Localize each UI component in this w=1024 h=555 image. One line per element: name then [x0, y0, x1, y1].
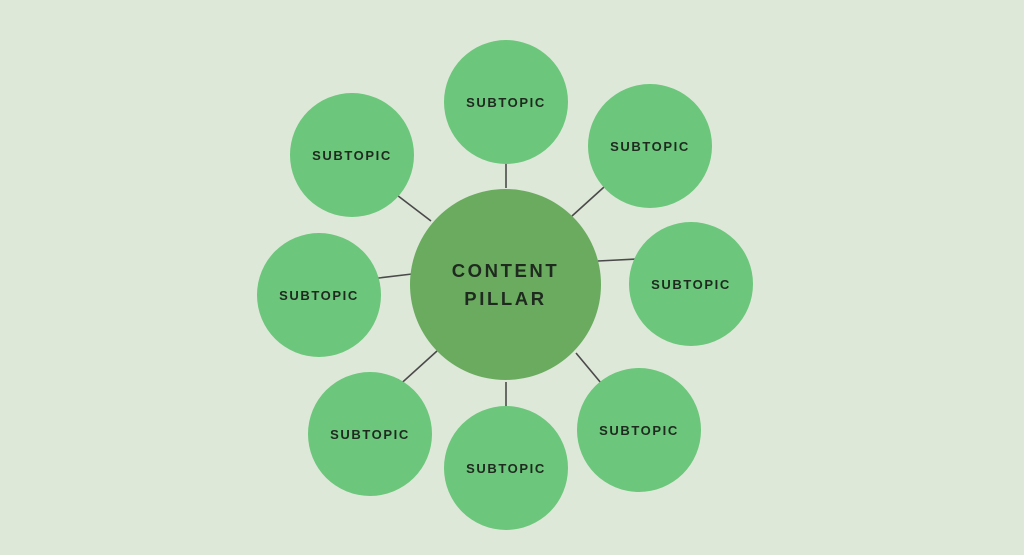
subtopic-label: SUBTOPIC: [466, 94, 546, 110]
subtopic-node-top: SUBTOPIC: [444, 40, 568, 164]
subtopic-label: SUBTOPIC: [466, 460, 546, 476]
subtopic-node-right: SUBTOPIC: [629, 222, 753, 346]
content-pillar-label: CONTENT PILLAR: [451, 259, 560, 309]
content-pillar-node: CONTENT PILLAR: [410, 189, 601, 380]
subtopic-node-top-right: SUBTOPIC: [588, 84, 712, 208]
subtopic-node-bottom-left: SUBTOPIC: [308, 372, 432, 496]
subtopic-node-top-left: SUBTOPIC: [290, 93, 414, 217]
subtopic-label: SUBTOPIC: [312, 147, 392, 163]
subtopic-label: SUBTOPIC: [279, 287, 359, 303]
subtopic-node-bottom-right: SUBTOPIC: [577, 368, 701, 492]
subtopic-label: SUBTOPIC: [330, 426, 410, 442]
subtopic-label: SUBTOPIC: [599, 422, 679, 438]
subtopic-label: SUBTOPIC: [651, 276, 731, 292]
subtopic-node-bottom: SUBTOPIC: [444, 406, 568, 530]
subtopic-node-left: SUBTOPIC: [257, 233, 381, 357]
subtopic-label: SUBTOPIC: [610, 138, 690, 154]
